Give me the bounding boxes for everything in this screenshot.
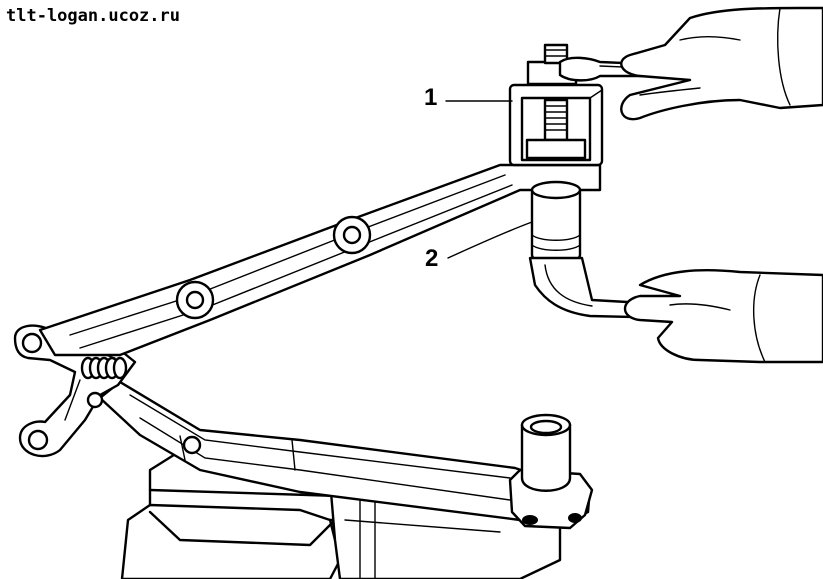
callout-2-label: 2 bbox=[425, 245, 439, 272]
watermark-text: tlt-logan.ucoz.ru bbox=[6, 6, 180, 26]
left-bracket bbox=[13, 324, 137, 458]
callout-1-label: 1 bbox=[424, 84, 438, 111]
spring-coil bbox=[80, 356, 128, 380]
lower-pivot-shaft bbox=[508, 413, 594, 530]
upper-hand bbox=[620, 6, 823, 121]
lower-hand bbox=[623, 269, 823, 364]
upper-link-rod bbox=[38, 163, 602, 357]
callout-leaders bbox=[445, 100, 533, 259]
